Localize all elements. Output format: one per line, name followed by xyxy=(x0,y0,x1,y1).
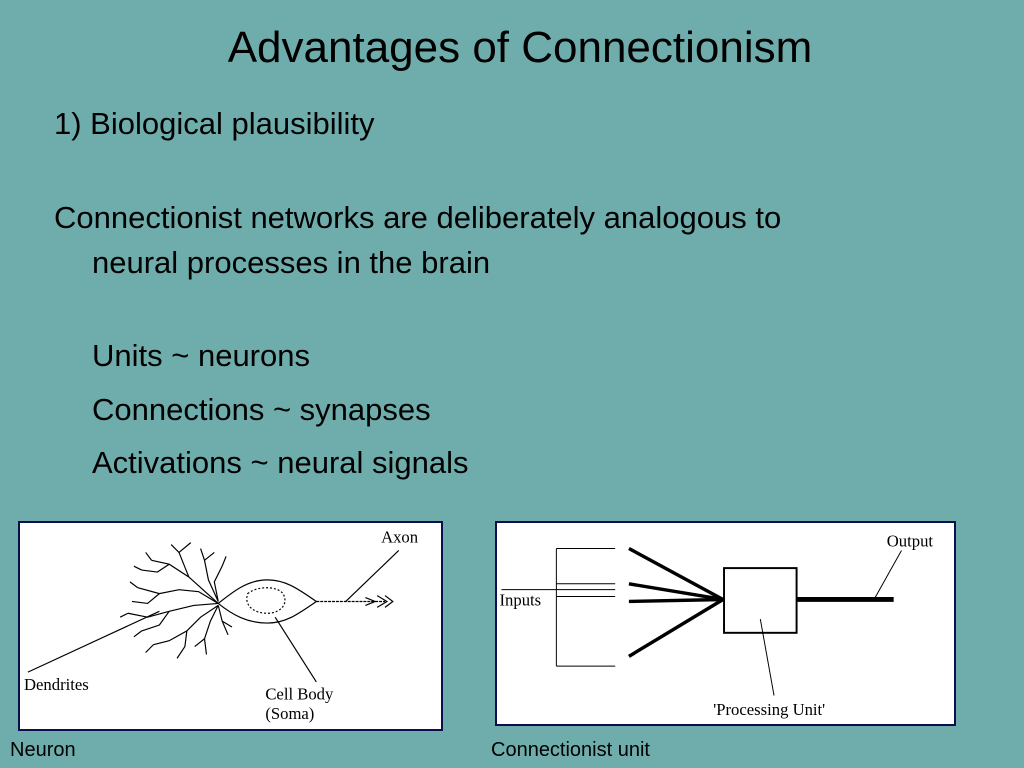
connection-lines xyxy=(628,546,724,658)
cell-body-label: Cell Body xyxy=(265,685,334,704)
point-heading: 1) Biological plausibility xyxy=(54,106,375,141)
dendrites-pointer xyxy=(27,610,160,673)
cell-body-pointer xyxy=(274,616,317,683)
processing-unit-pointer xyxy=(759,619,775,696)
neuron-caption: Neuron xyxy=(10,739,76,761)
input-lines xyxy=(501,548,616,667)
inputs-label: Inputs xyxy=(499,590,541,609)
neuron-diagram: Axon Dendrites Cell Body (Soma) xyxy=(24,528,419,724)
analogy-connections: Connections ~ synapses xyxy=(92,392,431,427)
soma-label: (Soma) xyxy=(265,704,314,723)
connectionist-unit-diagram: Inputs Output 'Processing Unit' xyxy=(499,532,934,720)
processing-unit-label: 'Processing Unit' xyxy=(713,700,825,719)
analogy-units: Units ~ neurons xyxy=(92,338,310,373)
dendrites-label: Dendrites xyxy=(24,675,89,694)
cell-body-outline xyxy=(217,579,318,624)
dendrites-drawing xyxy=(119,542,233,659)
axon-pointer xyxy=(345,550,400,602)
statement-line-2: neural processes in the brain xyxy=(92,245,491,280)
nucleus xyxy=(246,587,286,614)
slide-title: Advantages of Connectionism xyxy=(227,23,813,72)
connectionist-unit-caption: Connectionist unit xyxy=(491,739,650,761)
statement-line-1: Connectionist networks are deliberately … xyxy=(54,200,782,235)
neuron-figure: Axon Dendrites Cell Body (Soma) xyxy=(18,521,443,731)
axon-label: Axon xyxy=(381,528,419,547)
processing-unit-box xyxy=(723,567,798,634)
output-label: Output xyxy=(887,532,934,551)
analogy-activations: Activations ~ neural signals xyxy=(92,445,469,480)
output-pointer xyxy=(873,550,902,600)
connectionist-unit-figure: Inputs Output 'Processing Unit' xyxy=(495,521,956,726)
